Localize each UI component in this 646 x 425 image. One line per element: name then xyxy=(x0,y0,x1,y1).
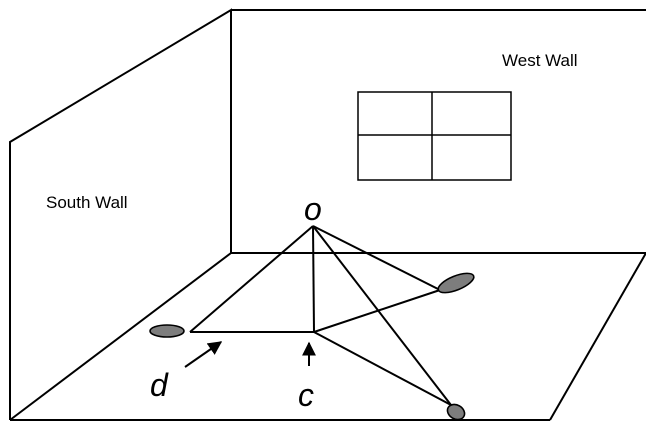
arrow-d xyxy=(184,341,223,368)
south-wall-outline xyxy=(9,8,232,420)
line-c-to-right-marker xyxy=(313,289,441,333)
floor-marker-left xyxy=(149,324,185,338)
south-wall-label: South Wall xyxy=(46,193,128,212)
point-c-label: c xyxy=(298,377,314,413)
window xyxy=(357,91,512,181)
line-o-to-c xyxy=(312,225,315,333)
floor-marker-front xyxy=(446,403,466,421)
line-c-to-front-marker xyxy=(313,331,452,406)
line-o-to-d xyxy=(189,225,314,333)
window-frame xyxy=(357,91,512,181)
line-o-to-right-marker xyxy=(312,225,441,291)
point-d-label: d xyxy=(150,367,169,403)
floor-left-edge xyxy=(9,252,232,421)
west-wall-label: West Wall xyxy=(502,51,578,70)
floor-right-edge xyxy=(549,252,646,421)
sight-lines xyxy=(189,225,452,406)
point-o-label: o xyxy=(304,191,322,227)
line-o-to-front-marker xyxy=(312,225,452,406)
floor-marker-right xyxy=(437,272,475,294)
